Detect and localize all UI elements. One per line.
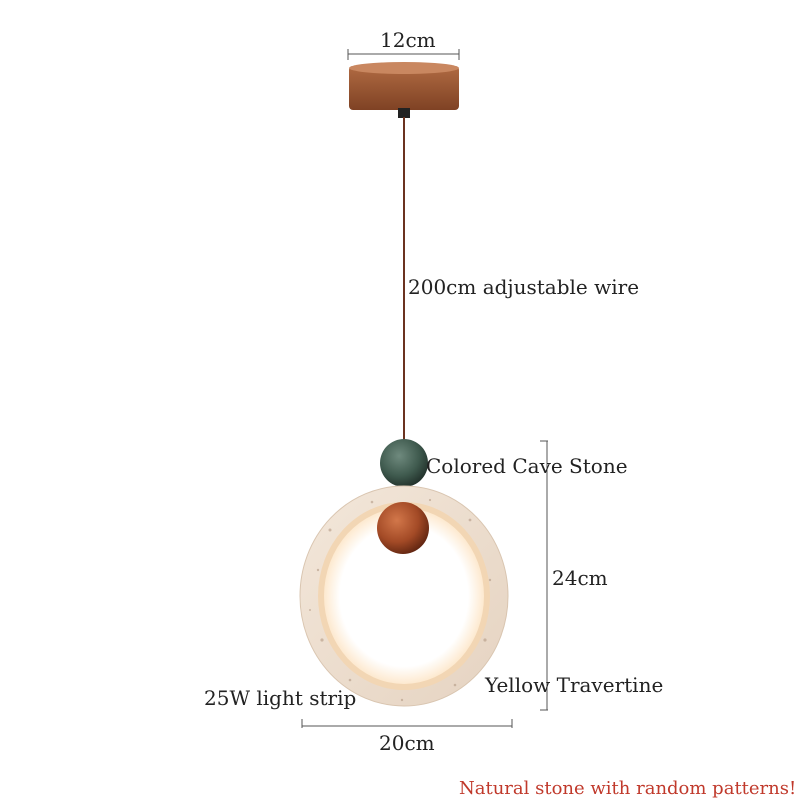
height-label: 24cm — [552, 566, 608, 590]
wire-length-label: 200cm adjustable wire — [408, 275, 640, 299]
width-label: 20cm — [379, 731, 435, 755]
canopy-width-label: 12cm — [380, 28, 436, 52]
stone-callout: Colored Cave Stone — [426, 454, 628, 478]
natural-stone-note: Natural stone with random patterns! — [459, 778, 797, 799]
colored-cave-stone-ball — [380, 439, 428, 487]
canopy-dimension-line — [347, 49, 460, 60]
wooden-ball — [377, 502, 429, 554]
ceiling-canopy — [349, 62, 459, 118]
width-dimension-line — [301, 719, 513, 728]
material-callout: Yellow Travertine — [485, 673, 664, 697]
height-dimension-line — [540, 440, 548, 711]
light-strip-callout: 25W light strip — [204, 686, 357, 710]
travertine-ring — [299, 485, 509, 707]
